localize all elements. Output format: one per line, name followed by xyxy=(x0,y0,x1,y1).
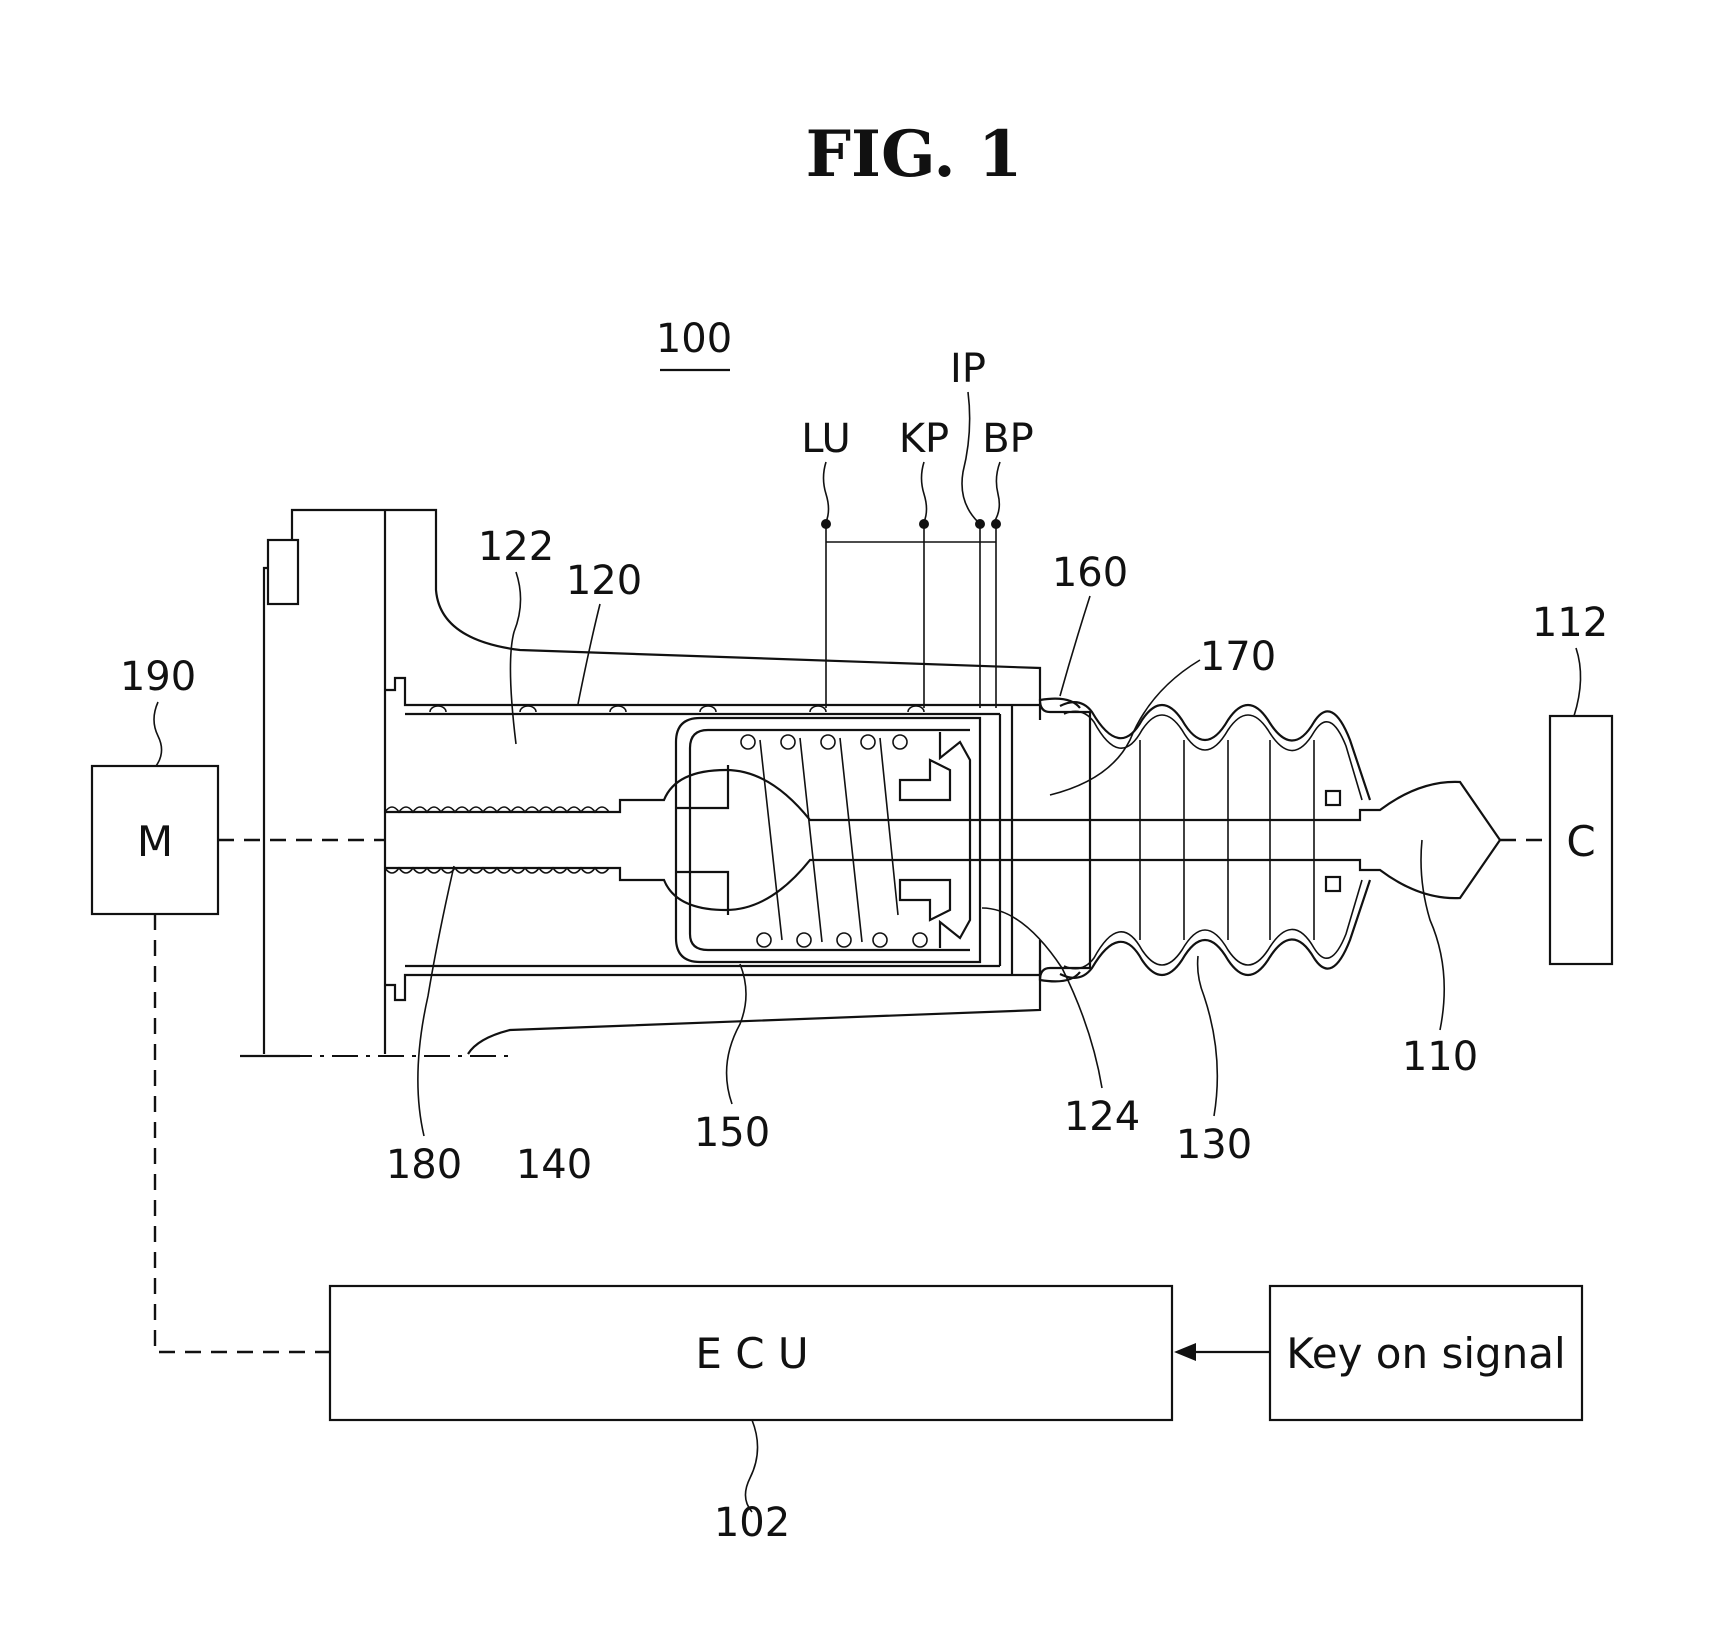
ref-124: 124 xyxy=(1064,1094,1140,1140)
ref-190: 190 xyxy=(120,654,196,700)
ref-122: 122 xyxy=(478,524,554,570)
ref-160: 160 xyxy=(1052,550,1128,596)
ref-180: 180 xyxy=(386,1142,462,1188)
label-ip: IP xyxy=(950,346,986,392)
end-cap-160 xyxy=(1040,699,1090,982)
label-bp: BP xyxy=(982,416,1034,462)
ref-102: 102 xyxy=(714,1500,790,1546)
boot-130 xyxy=(1060,702,1370,978)
ref-130: 130 xyxy=(1176,1122,1252,1168)
motor-label: M xyxy=(137,817,173,866)
reference-labels: 190 122 120 160 170 112 180 140 150 124 … xyxy=(120,524,1608,1546)
arrow-head xyxy=(1174,1343,1196,1361)
ref-110: 110 xyxy=(1402,1034,1478,1080)
ref-170: 170 xyxy=(1200,634,1276,680)
label-lu: LU xyxy=(801,416,851,462)
piston-150 xyxy=(676,718,980,962)
assembly-ref-label: 100 xyxy=(656,316,732,362)
ref-120: 120 xyxy=(566,558,642,604)
ref-150: 150 xyxy=(694,1110,770,1156)
spring xyxy=(741,735,950,947)
ref-112: 112 xyxy=(1532,600,1608,646)
clutch-label: C xyxy=(1566,817,1595,866)
ref-140: 140 xyxy=(516,1142,592,1188)
motor-ecu-link xyxy=(155,914,330,1352)
figure-title: FIG. 1 xyxy=(806,117,1023,192)
cylinder-120 xyxy=(385,678,1040,1000)
label-kp: KP xyxy=(899,416,949,462)
key-signal-label: Key on signal xyxy=(1286,1329,1565,1378)
ecu-label: E C U xyxy=(695,1329,808,1378)
